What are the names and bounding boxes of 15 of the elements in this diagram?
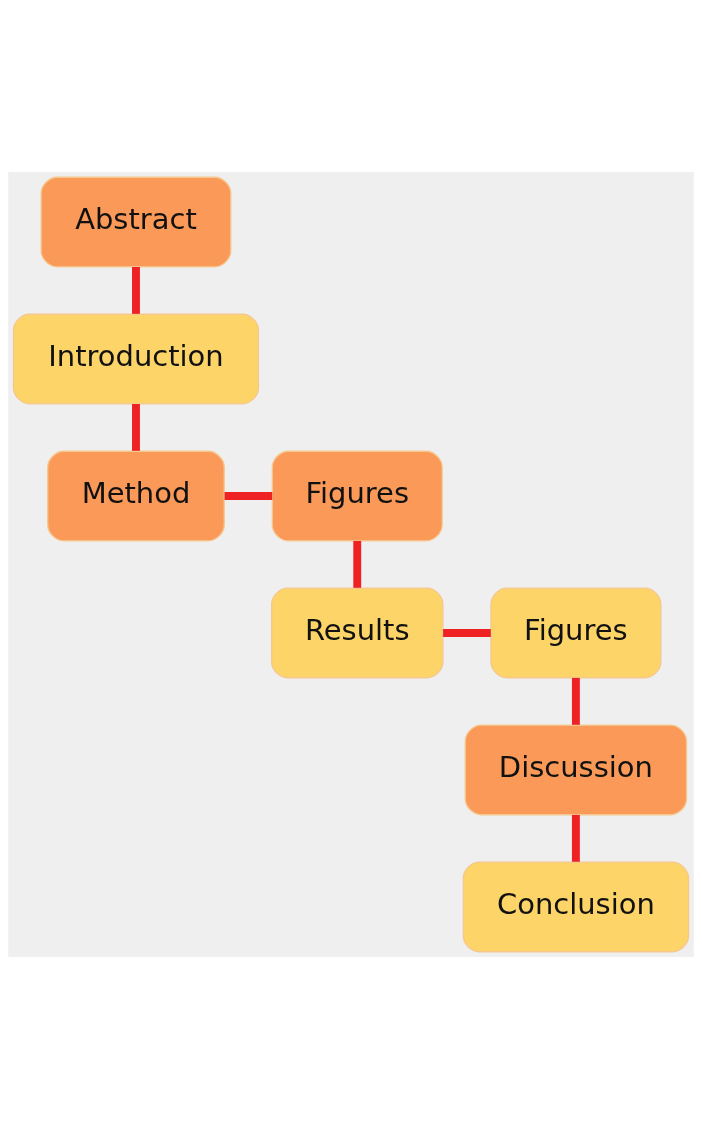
connector: [132, 267, 140, 314]
connector: [132, 403, 140, 451]
node-box: Figures: [271, 450, 443, 542]
connector: [443, 629, 491, 637]
node-box: Results: [270, 587, 444, 679]
connector: [571, 814, 580, 862]
node-box: Figures: [490, 587, 662, 679]
node-box: Conclusion: [462, 861, 690, 953]
connector: [571, 677, 580, 725]
connector: [353, 540, 362, 588]
node-box: Method: [47, 450, 225, 542]
node-box: Discussion: [464, 724, 688, 816]
node-box: Abstract: [40, 176, 232, 268]
node-box: Introduction: [12, 313, 260, 405]
connector: [224, 492, 273, 500]
